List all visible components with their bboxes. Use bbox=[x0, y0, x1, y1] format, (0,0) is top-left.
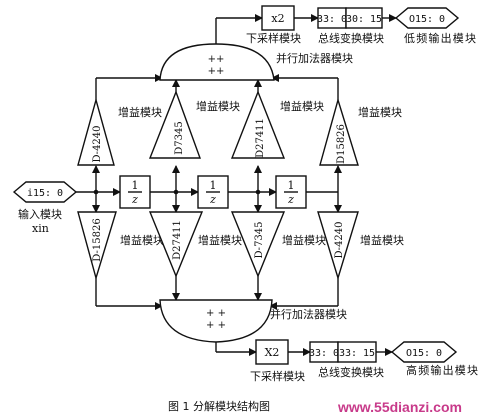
svg-text:增益模块: 增益模块 bbox=[358, 105, 402, 119]
input-port-label: i15: 0 bbox=[27, 188, 63, 199]
svg-text:增益模块: 增益模块 bbox=[120, 233, 164, 247]
svg-text:D27411: D27411 bbox=[172, 220, 183, 260]
delay-block-3: 1 z bbox=[275, 175, 307, 209]
downsample-low-label: 下采样模块 bbox=[246, 31, 301, 45]
gain-block-top-3: D27411 增益模块 bbox=[230, 90, 324, 159]
svg-text:x2: x2 bbox=[271, 12, 284, 25]
svg-text:O15: 0: O15: 0 bbox=[406, 348, 442, 359]
delay-block-1: 1 z bbox=[119, 175, 151, 209]
bus-convert-high-label: 总线变换模块 bbox=[318, 365, 384, 379]
output-high-label: 高频输出模块 bbox=[406, 363, 478, 377]
adder-bottom: + + + + bbox=[159, 299, 273, 343]
svg-text:33: 15: 33: 15 bbox=[339, 348, 375, 359]
svg-text:增益模块: 增益模块 bbox=[196, 99, 240, 113]
svg-text:1: 1 bbox=[210, 179, 217, 192]
svg-text:D15826: D15826 bbox=[336, 124, 347, 164]
svg-text:z: z bbox=[287, 193, 294, 206]
gain-block-bottom-4: D-4240 增益模块 bbox=[317, 211, 404, 281]
svg-text:D-15826: D-15826 bbox=[92, 218, 103, 261]
output-port-low: O15: 0 bbox=[394, 7, 460, 29]
bus-convert-low-label: 总线变换模块 bbox=[318, 31, 384, 45]
svg-text:D-7345: D-7345 bbox=[254, 221, 265, 258]
output-low-label-1: 低频输出模块 bbox=[404, 31, 476, 45]
bus-convert-block-low: 33: 0 30: 15 bbox=[317, 7, 383, 29]
svg-text:D27411: D27411 bbox=[255, 118, 266, 158]
downsample-block-high: X2 bbox=[255, 339, 289, 365]
gain-block-bottom-3: D-7345 增益模块 bbox=[230, 211, 326, 278]
svg-text:增益模块: 增益模块 bbox=[360, 233, 404, 247]
svg-text:1: 1 bbox=[132, 179, 139, 192]
svg-text:+ +: + + bbox=[206, 320, 226, 331]
svg-text:z: z bbox=[209, 193, 216, 206]
svg-text:X2: X2 bbox=[265, 346, 280, 359]
svg-text:33: 0: 33: 0 bbox=[309, 348, 339, 359]
svg-text:增益模块: 增益模块 bbox=[282, 233, 326, 247]
svg-text:33: 0: 33: 0 bbox=[317, 14, 347, 25]
svg-text:增益模块: 增益模块 bbox=[198, 233, 242, 247]
svg-text:O15: 0: O15: 0 bbox=[409, 14, 445, 25]
svg-text:D7345: D7345 bbox=[174, 121, 185, 154]
svg-text:z: z bbox=[131, 193, 138, 206]
svg-text:增益模块: 增益模块 bbox=[118, 105, 162, 119]
svg-text:+ +: + + bbox=[206, 308, 226, 319]
svg-text:D-4240: D-4240 bbox=[92, 125, 103, 162]
svg-text:30: 15: 30: 15 bbox=[346, 14, 382, 25]
watermark-logo: www.55dianzi.com bbox=[337, 399, 462, 415]
svg-text:1: 1 bbox=[288, 179, 295, 192]
downsample-block-low: x2 bbox=[261, 5, 295, 31]
gain-block-top-1: D-4240 增益模块 bbox=[77, 97, 162, 166]
svg-text:D-4240: D-4240 bbox=[334, 221, 345, 258]
svg-text:++: ++ bbox=[208, 66, 225, 77]
bus-convert-block-high: 33: 0 33: 15 bbox=[309, 341, 377, 363]
gain-block-bottom-1: D-15826 增益模块 bbox=[77, 211, 164, 281]
svg-text:增益模块: 增益模块 bbox=[280, 99, 324, 113]
adder-bottom-label: 并行加法器模块 bbox=[270, 307, 347, 321]
gain-block-top-2: D7345 增益模块 bbox=[148, 90, 240, 159]
figure-caption: 图 1 分解模块结构图 bbox=[168, 399, 270, 413]
delay-block-2: 1 z bbox=[197, 175, 229, 209]
adder-top-label: 并行加法器模块 bbox=[276, 51, 353, 65]
input-xin-label: xin bbox=[32, 222, 49, 235]
output-port-high: O15: 0 bbox=[390, 341, 458, 363]
svg-text:++: ++ bbox=[208, 54, 225, 65]
downsample-high-label: 下采样模块 bbox=[250, 369, 305, 383]
input-module-label: 输入模块 bbox=[18, 207, 62, 221]
adder-top: ++ ++ bbox=[159, 43, 275, 81]
gain-block-bottom-2: D27411 增益模块 bbox=[148, 211, 242, 278]
gain-block-top-4: D15826 增益模块 bbox=[319, 97, 402, 166]
